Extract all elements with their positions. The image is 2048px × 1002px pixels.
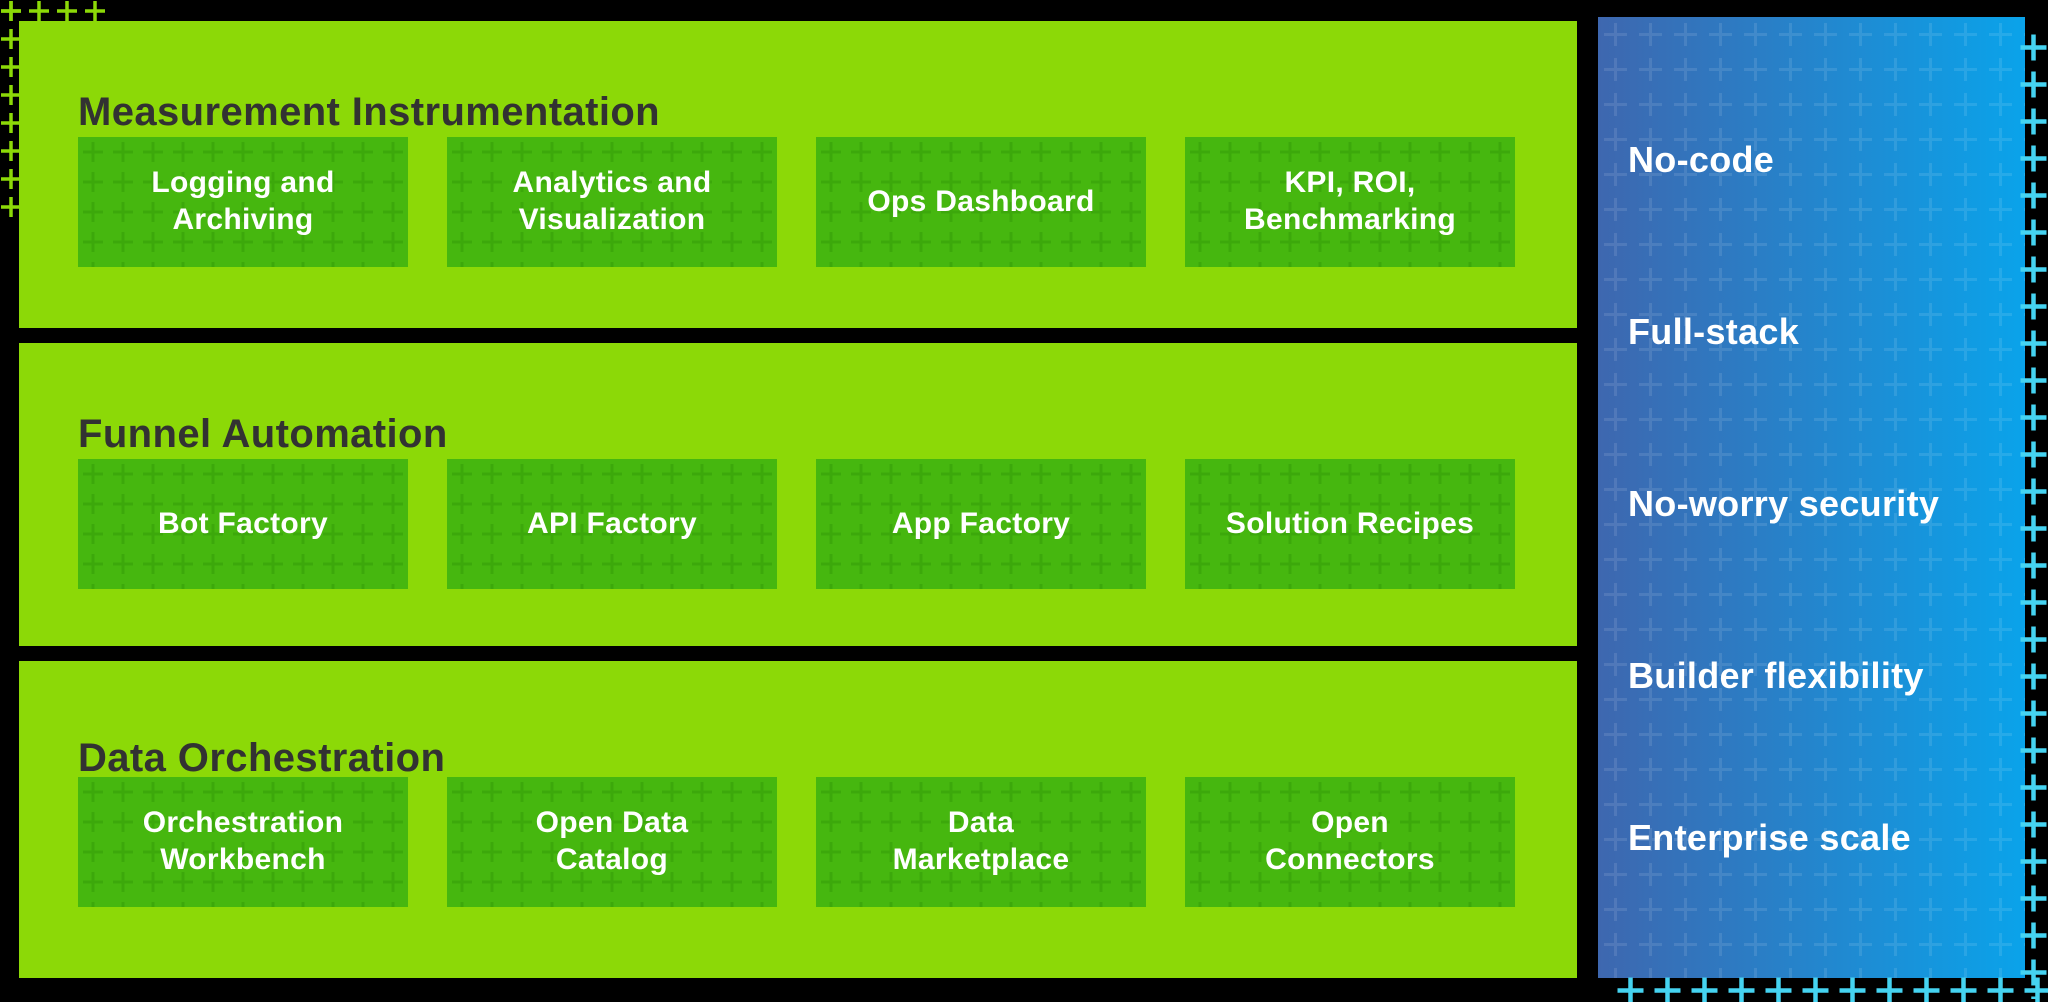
module-analytics-and-visualization: Analytics and Visualization <box>447 137 777 267</box>
plus-grid-pattern <box>1185 459 1515 589</box>
capability-no-worry-security: No-worry security <box>1628 483 1940 524</box>
plus-grid-pattern <box>78 137 408 267</box>
module-label: API Factory <box>526 506 697 540</box>
module-data-marketplace: Data Marketplace <box>816 777 1146 907</box>
capability-no-code: No-code <box>1628 139 1775 180</box>
layer-title: Funnel Automation <box>78 412 448 457</box>
layer-measurement-instrumentation: Measurement Instrumentation Logging and … <box>19 21 1577 328</box>
plus-grid-pattern <box>78 459 408 589</box>
module-api-factory: API Factory <box>447 459 777 589</box>
plus-column-right-icon <box>2015 29 2048 999</box>
module-label: Orchestration Workbench <box>142 806 344 876</box>
plus-grid-pattern <box>447 777 777 907</box>
module-label: Logging and Archiving <box>151 166 335 236</box>
module-label: KPI, ROI, Benchmarking <box>1244 166 1456 236</box>
layer-title: Measurement Instrumentation <box>78 90 661 135</box>
module-label: Data Marketplace <box>892 806 1070 876</box>
plus-grid-pattern <box>816 777 1146 907</box>
module-label: Analytics and Visualization <box>512 166 712 236</box>
plus-row-bottom-icon <box>1612 972 2048 1002</box>
module-ops-dashboard: Ops Dashboard <box>816 137 1146 267</box>
module-bot-factory: Bot Factory <box>78 459 408 589</box>
capability-panel: No-code Full-stack No-worry security Bui… <box>1598 17 2025 978</box>
module-app-factory: App Factory <box>816 459 1146 589</box>
plus-grid-pattern <box>1598 17 2025 978</box>
module-label: App Factory <box>891 506 1071 540</box>
module-row: Orchestration Workbench Open Data Catalo… <box>78 777 1515 907</box>
plus-grid-pattern <box>816 459 1146 589</box>
module-label: Open Connectors <box>1265 806 1435 876</box>
plus-grid-pattern <box>447 459 777 589</box>
module-label: Ops Dashboard <box>867 184 1095 218</box>
module-label: Solution Recipes <box>1225 506 1475 540</box>
plus-grid-pattern <box>816 137 1146 267</box>
module-open-data-catalog: Open Data Catalog <box>447 777 777 907</box>
plus-grid-pattern <box>78 777 408 907</box>
layer-title: Data Orchestration <box>78 736 446 781</box>
plus-grid-pattern <box>447 137 777 267</box>
module-open-connectors: Open Connectors <box>1185 777 1515 907</box>
plus-grid-pattern <box>1185 777 1515 907</box>
plus-grid-pattern <box>1185 137 1515 267</box>
capability-builder-flexibility: Builder flexibility <box>1628 655 1924 696</box>
module-label: Bot Factory <box>158 506 328 540</box>
module-label: Open Data Catalog <box>535 806 689 876</box>
layer-funnel-automation: Funnel Automation Bot Factory API Factor… <box>19 343 1577 646</box>
module-logging-and-archiving: Logging and Archiving <box>78 137 408 267</box>
module-orchestration-workbench: Orchestration Workbench <box>78 777 408 907</box>
module-kpi-roi-benchmarking: KPI, ROI, Benchmarking <box>1185 137 1515 267</box>
capability-full-stack: Full-stack <box>1628 311 1800 352</box>
module-row: Logging and Archiving Analytics and Visu… <box>78 137 1515 267</box>
module-row: Bot Factory API Factory App Factory Solu… <box>78 459 1515 589</box>
capability-enterprise-scale: Enterprise scale <box>1628 817 1911 858</box>
module-solution-recipes: Solution Recipes <box>1185 459 1515 589</box>
layer-data-orchestration: Data Orchestration Orchestration Workben… <box>19 661 1577 978</box>
